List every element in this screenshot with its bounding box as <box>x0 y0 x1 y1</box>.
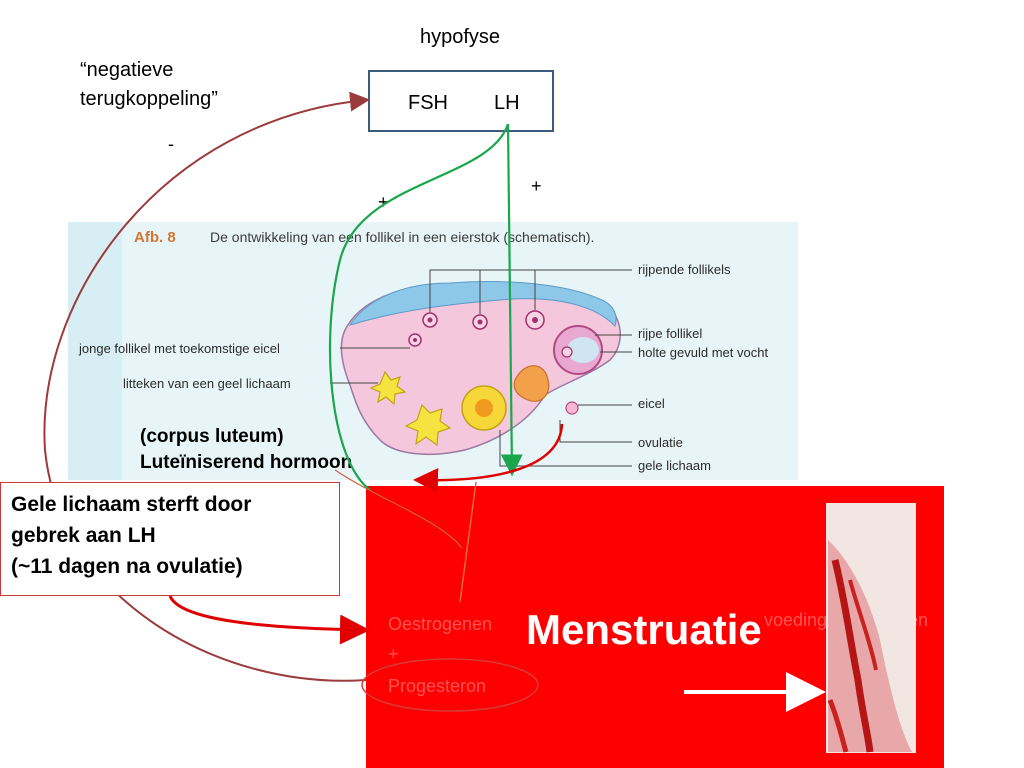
minus-sign: - <box>168 134 174 154</box>
callout-line1: Gele lichaam sterft door <box>11 493 252 516</box>
label-eicel: eicel <box>638 396 665 411</box>
ripe-follicle-cavity <box>567 337 599 363</box>
callout-line2: gebrek aan LH <box>11 524 156 547</box>
lh-to-corpus-luteum-arrow <box>500 123 523 477</box>
ghost-oestrogenen: Oestrogenen <box>388 614 493 634</box>
follicle-small-2-eicel <box>477 319 483 325</box>
ovary-cortex <box>348 281 617 327</box>
fsh-label: FSH <box>408 92 448 114</box>
ovulation-to-corpus-arrow <box>413 423 564 494</box>
callout-line3: (~11 dagen na ovulatie) <box>11 555 243 578</box>
label-rijpende-follikels: rijpende follikels <box>638 262 731 277</box>
ghost-voeding: voeding <box>764 610 828 630</box>
label-ovulatie: ovulatie <box>638 435 683 450</box>
label-rijpe-follikel: rijpe follikel <box>638 326 703 341</box>
plus-sign-right: + <box>531 176 542 196</box>
follicle-small-1-eicel <box>427 317 433 323</box>
label-leaders <box>330 269 632 467</box>
hypofyse-label: hypofyse <box>420 26 501 48</box>
callout-to-hormones-arrow <box>168 595 370 645</box>
ovulation-site <box>513 365 550 402</box>
ghost-plus: + <box>388 644 399 664</box>
corpus-luteum-caption: (corpus luteum) Luteïniserend hormoon <box>140 424 352 476</box>
figure-title: De ontwikkeling van een follikel in een … <box>210 229 595 245</box>
ghost-ellipse <box>361 658 539 712</box>
released-eicel <box>565 401 579 415</box>
negative-feedback-label: “negatieve terugkoppeling” <box>80 56 218 114</box>
negative-feedback-arrow <box>43 91 370 682</box>
negative-feedback-line1: “negatieve <box>80 59 174 81</box>
corpus-luteum-dies-callout: Gele lichaam sterft door gebrek aan LH (… <box>0 482 340 596</box>
ghost-arrow-red <box>334 469 463 549</box>
degenerating-corpus-luteum <box>404 403 452 447</box>
lh-label: LH <box>494 92 520 114</box>
scar-corpus-luteum <box>369 370 407 406</box>
ghost-arrow-orange <box>459 481 477 603</box>
label-holte: holte gevuld met vocht <box>638 345 769 360</box>
corpus-luteum-line1: (corpus luteum) <box>140 426 284 447</box>
ripe-follicle-eicel <box>561 346 573 358</box>
label-litteken: litteken van een geel lichaam <box>123 376 291 391</box>
young-follicle-eicel <box>413 338 417 342</box>
menstruation-title: Menstruatie <box>526 606 762 653</box>
label-gele-lichaam: gele lichaam <box>638 458 711 473</box>
figure-number: Afb. 8 <box>134 229 176 246</box>
hypofyse-box <box>368 70 554 132</box>
corpus-luteum-core <box>475 399 493 417</box>
lh-curve-arrow <box>328 123 510 491</box>
plus-sign-left: + <box>378 192 389 212</box>
follicle-small-3-eicel <box>532 317 538 323</box>
negative-feedback-line2: terugkoppeling” <box>80 88 218 110</box>
uterus-lining-drawing <box>827 540 912 753</box>
corpus-luteum-line2: Luteïniserend hormoon <box>140 452 353 473</box>
label-jonge-follikel: jonge follikel met toekomstige eicel <box>79 341 280 356</box>
ghost-progesteron: Progesteron <box>388 676 487 696</box>
